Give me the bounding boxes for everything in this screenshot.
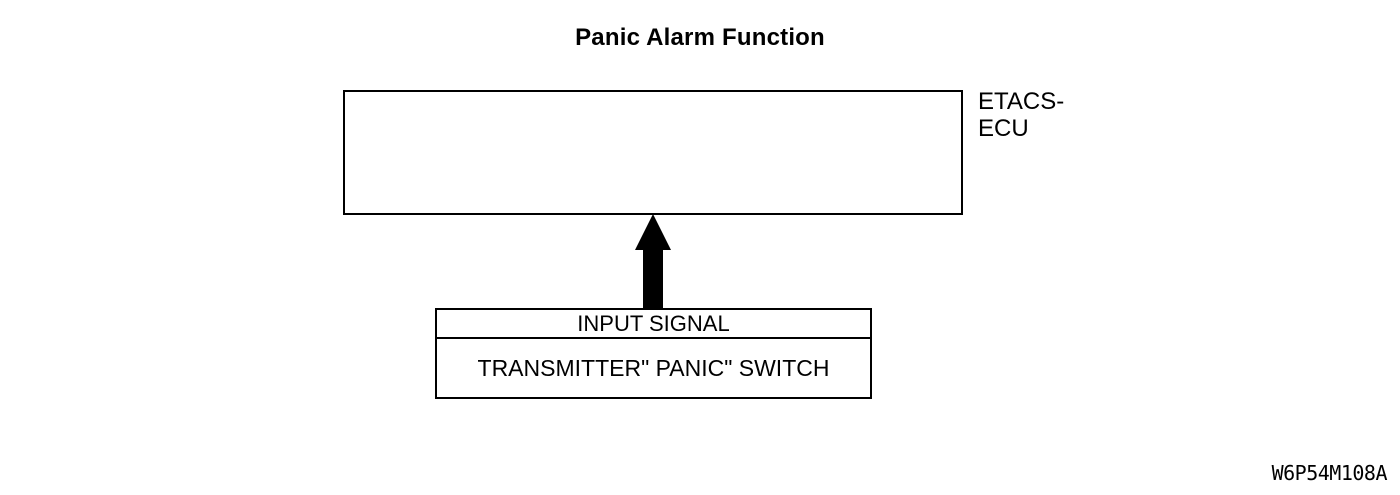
figure-code: W6P54M108A [1271,461,1388,485]
etacs-ecu-box [343,90,963,215]
up-arrow-head-icon [635,214,671,250]
up-arrow-shaft [643,248,663,309]
transmitter-panic-switch-label: TRANSMITTER" PANIC" SWITCH [477,354,830,381]
etacs-ecu-label: ETACS- ECU [978,88,1065,142]
input-signal-label: INPUT SIGNAL [437,310,870,339]
input-signal-box: INPUT SIGNAL TRANSMITTER" PANIC" SWITCH [435,308,872,399]
diagram-title: Panic Alarm Function [575,24,825,51]
